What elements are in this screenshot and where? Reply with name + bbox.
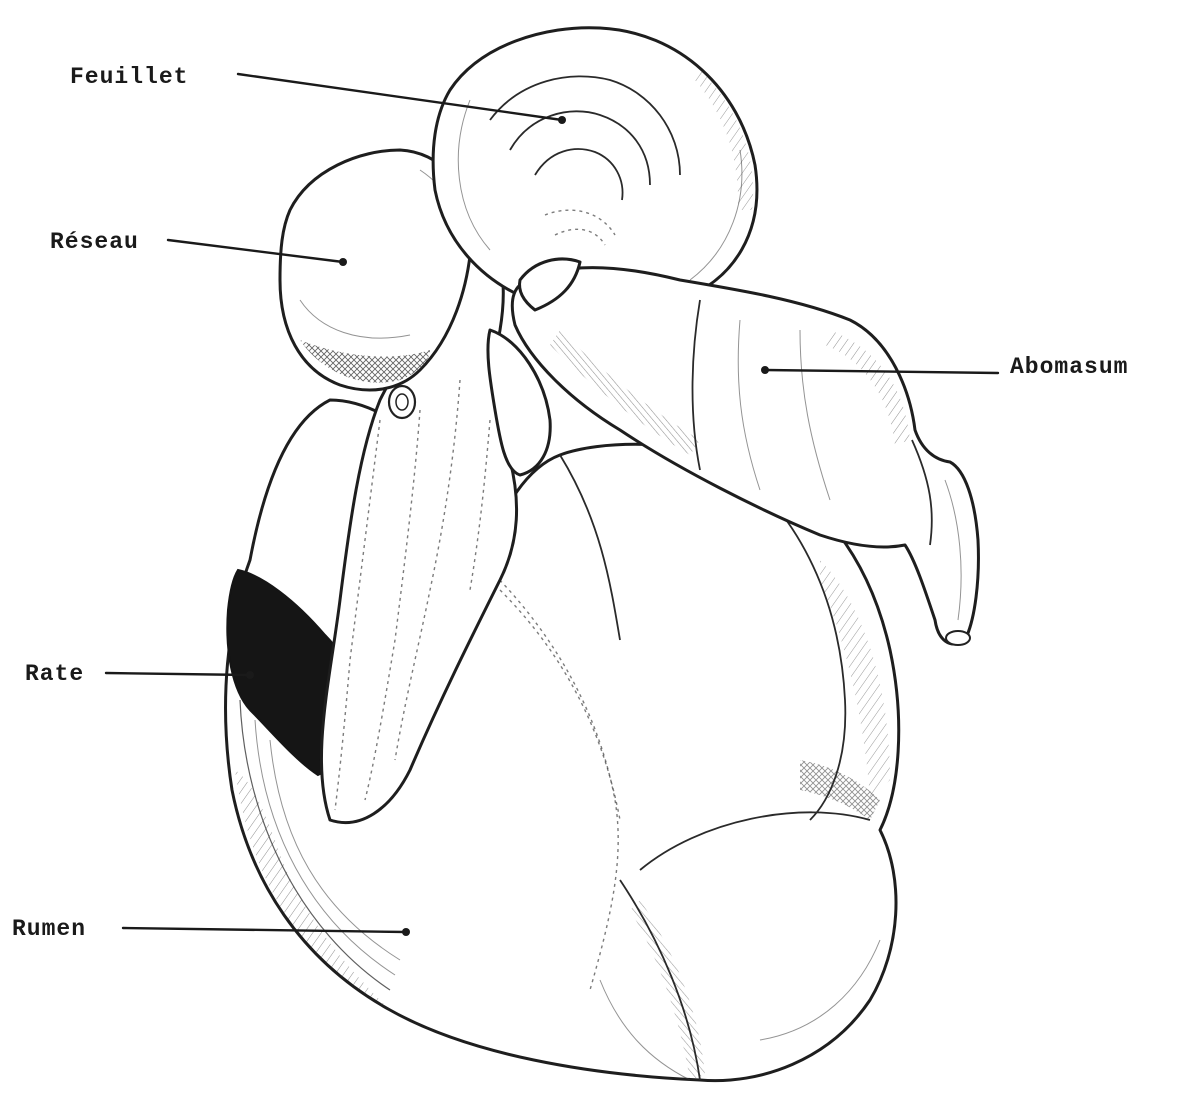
label-rate: Rate bbox=[25, 661, 254, 687]
reseau-label-text: Réseau bbox=[50, 229, 139, 255]
feuillet-label-text: Feuillet bbox=[70, 64, 188, 90]
rate-label-text: Rate bbox=[25, 661, 84, 687]
abomasum-label-text: Abomasum bbox=[1010, 354, 1128, 380]
rumen-label-text: Rumen bbox=[12, 916, 86, 942]
